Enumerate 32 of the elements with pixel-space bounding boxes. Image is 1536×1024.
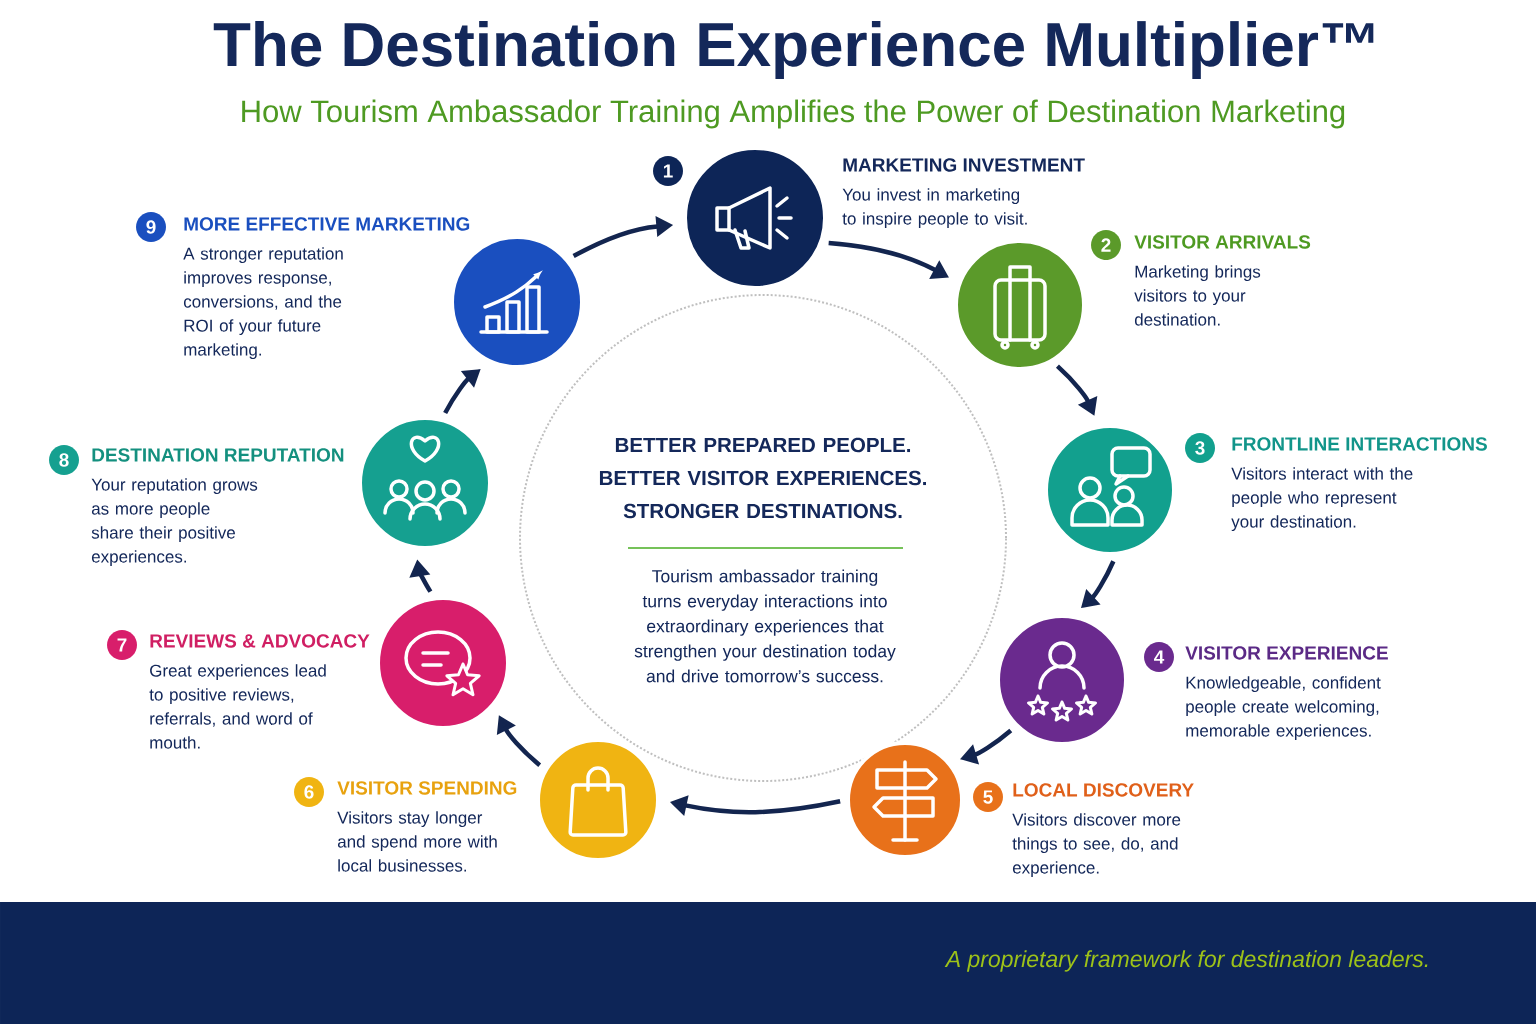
step-heading: VISITOR ARRIVALS xyxy=(1134,235,1311,249)
step-description: Knowledgeable, confident people create welcoming, memorable experiences. xyxy=(1186,676,1381,741)
subtitle: How Tourism Ambassador Training Amplifies the Power of Destination Marketing xyxy=(242,99,1345,129)
step-description: Visitors stay longer and spend more with local businesses. xyxy=(337,811,497,872)
number-badge: 1 xyxy=(653,156,683,186)
step-description: Marketing brings visitors to your destination. xyxy=(1134,265,1261,326)
step-description: A stronger reputation improves response, conversions, and the ROI of your future marketing. xyxy=(183,247,343,360)
step-description: Visitors interact with the people who represent your destination. xyxy=(1231,467,1413,532)
number-badge: 6 xyxy=(294,777,324,807)
step-description: Visitors discover more things to see, do, and experience. xyxy=(1012,813,1181,878)
center-text: Tourism ambassador training turns everyday interactions into extraordinary experiences that strengthen your destination today and drive tomorrow’s success. xyxy=(634,569,896,683)
step-description: You invest in marketing to inspire people to visit. xyxy=(842,188,1027,229)
step-description: Your reputation grows as more people share their positive experiences. xyxy=(91,478,258,567)
number-badge: 2 xyxy=(1091,230,1121,260)
step-heading: VISITOR SPENDING xyxy=(337,781,517,795)
number-badge: 7 xyxy=(107,630,137,660)
step-heading: FRONTLINE INTERACTIONS xyxy=(1232,437,1487,451)
step-heading: REVIEWS & ADVOCACY xyxy=(150,634,370,648)
step-heading: MARKETING INVESTMENT xyxy=(843,158,1085,172)
step-heading: MORE EFFECTIVE MARKETING xyxy=(184,217,470,231)
number-badge: 9 xyxy=(136,212,166,242)
number-badge: 4 xyxy=(1144,642,1174,672)
tagline: A proprietary framework for destination leaders. xyxy=(944,950,1428,972)
step-heading: LOCAL DISCOVERY xyxy=(1013,783,1194,797)
number-badge: 3 xyxy=(1185,433,1215,463)
number-badge: 8 xyxy=(49,445,79,475)
title: The Destination Experience Multiplier™ xyxy=(213,21,1374,79)
step-description: Great experiences lead to positive reviews, referrals, and word of mouth. xyxy=(149,664,326,749)
step-heading: VISITOR EXPERIENCE xyxy=(1185,646,1388,660)
number-badge: 5 xyxy=(973,782,1003,812)
step-heading: DESTINATION REPUTATION xyxy=(92,448,344,462)
center-heading: BETTER PREPARED PEOPLE. BETTER VISITOR EXPERIENCES. STRONGER DESTINATIONS. xyxy=(599,437,926,519)
